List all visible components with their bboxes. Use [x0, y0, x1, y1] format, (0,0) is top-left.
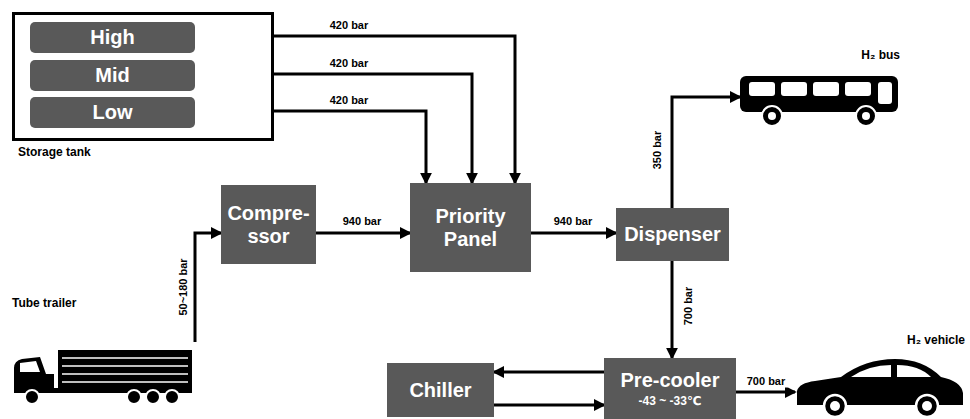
flow-arrow: [494, 404, 604, 407]
tank-level: High: [30, 22, 195, 53]
flow-arrow: [316, 232, 410, 235]
truck-illustration: [12, 346, 195, 408]
pressure-label: 700 bar: [682, 285, 695, 328]
process-box: Dispenser: [616, 208, 729, 261]
pressure-label: 940 bar: [341, 215, 384, 228]
tank-level: Low: [30, 97, 195, 128]
process-box: Compre- ssor: [221, 185, 316, 264]
flow-arrow: [531, 232, 616, 235]
flow-arrow: [736, 391, 795, 394]
flow-arrow: [195, 233, 221, 342]
pressure-label: 420 bar: [328, 57, 371, 70]
process-box: Priority Panel: [410, 183, 531, 272]
node-label: Tube trailer: [12, 296, 195, 310]
node-label: Pre-cooler: [610, 369, 730, 392]
pressure-label: 50~180 bar: [177, 256, 190, 317]
node-label: Storage tank: [18, 145, 91, 159]
pressure-label: 940 bar: [552, 215, 595, 228]
pressure-label: 350 bar: [651, 129, 664, 172]
node-label: Priority Panel: [416, 205, 525, 251]
pressure-label: 700 bar: [745, 375, 788, 388]
process-box: Chiller: [387, 363, 494, 417]
car-illustration: [795, 357, 965, 419]
pressure-label: 420 bar: [328, 19, 371, 32]
bus-illustration: [740, 74, 900, 128]
pressure-label: 420 bar: [328, 94, 371, 107]
trailer-node: Tube trailer: [12, 296, 195, 410]
node-label: Dispenser: [622, 223, 723, 246]
node-label: Compre- ssor: [227, 202, 310, 248]
flow-arrow: [494, 371, 604, 374]
bus-node: H₂ bus: [740, 48, 900, 128]
vehicle-node: H₂ vehicle: [795, 333, 965, 419]
node-label: H₂ bus: [740, 48, 900, 62]
node-label: Chiller: [393, 379, 488, 402]
node-label: Low: [36, 101, 189, 124]
tank-level: Mid: [30, 60, 195, 91]
storage-tank: Storage tankHighMidLow: [12, 12, 274, 141]
process-box: Pre-cooler -43 ~ -33℃: [604, 358, 736, 419]
node-label: High: [36, 26, 189, 49]
flow-arrow: [671, 261, 674, 358]
node-label: Mid: [36, 64, 189, 87]
flow-arrow: [672, 97, 740, 208]
node-label: H₂ vehicle: [795, 333, 965, 347]
node-note: -43 ~ -33℃: [610, 395, 730, 409]
